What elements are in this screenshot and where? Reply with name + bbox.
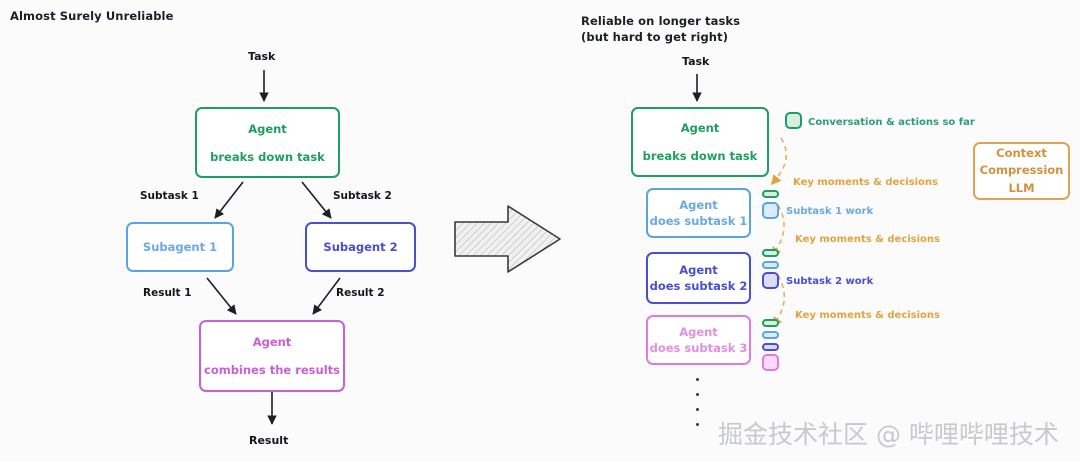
compressed-pill-3-green-icon	[762, 319, 779, 327]
compressed-pill-2-lblue-icon	[762, 261, 779, 269]
left-task-label: Task	[248, 50, 276, 63]
legend-key-moments-3: Key moments & decisions	[795, 310, 940, 321]
legend-conversation-label: Conversation & actions so far	[808, 117, 975, 128]
subagent-2-label: Subagent 2	[323, 240, 398, 254]
compression-line2: Compression	[979, 163, 1064, 178]
right-agent-box-0: Agent breaks down task	[631, 107, 769, 177]
right-agent-0-line1: Agent	[680, 121, 720, 135]
compressed-pill-3-iblue-icon	[762, 343, 779, 351]
compressed-pill-1-green-icon	[762, 190, 779, 198]
continuation-dot	[696, 393, 699, 396]
legend-subtask-2-work: Subtask 2 work	[786, 276, 874, 287]
left-agent-line1: Agent	[248, 121, 287, 136]
edge-label-result-2: Result 2	[336, 287, 385, 299]
context-chip-subtask-3-icon	[762, 354, 779, 371]
edge-label-subtask-1: Subtask 1	[140, 190, 199, 202]
right-agent-2-line1: Agent	[679, 263, 718, 277]
continuation-dot	[696, 378, 699, 381]
right-agent-box-1: Agent does subtask 1	[646, 188, 751, 238]
compression-line3: LLM	[1008, 180, 1035, 195]
left-result-label: Result	[249, 434, 289, 447]
right-agent-1-line2: does subtask 1	[649, 214, 748, 228]
legend-subtask-1-work: Subtask 1 work	[786, 206, 874, 217]
right-agent-box-3: Agent does subtask 3	[646, 315, 751, 365]
left-combiner-box: Agent combines the results	[199, 320, 345, 392]
left-combiner-line1: Agent	[252, 335, 292, 349]
edge-label-subtask-2: Subtask 2	[333, 190, 392, 202]
right-agent-0-line2: breaks down task	[642, 149, 758, 163]
compressed-pill-2-green-icon	[762, 249, 779, 257]
subagent-2-box: Subagent 2	[305, 222, 416, 272]
subagent-1-box: Subagent 1	[126, 222, 234, 272]
context-compression-llm-box: Context Compression LLM	[973, 142, 1070, 200]
context-chip-subtask-2-icon	[762, 272, 779, 289]
continuation-dot	[696, 423, 699, 426]
context-chip-conversation-icon	[785, 112, 802, 129]
left-combiner-line2: combines the results	[204, 363, 340, 377]
right-agent-box-2: Agent does subtask 2	[646, 252, 751, 304]
subagent-1-label: Subagent 1	[142, 240, 218, 254]
left-agent-line2: breaks down task	[210, 149, 325, 164]
legend-key-moments-1: Key moments & decisions	[793, 177, 938, 188]
left-agent-box: Agent breaks down task	[195, 107, 340, 178]
right-agent-3-line1: Agent	[679, 325, 718, 339]
right-agent-2-line2: does subtask 2	[649, 279, 748, 293]
right-agent-1-line1: Agent	[679, 198, 718, 212]
right-agent-3-line2: does subtask 3	[649, 341, 748, 355]
compression-line1: Context	[996, 146, 1047, 161]
left-panel-heading: Almost Surely Unreliable	[10, 9, 174, 23]
context-chip-subtask-1-icon	[762, 202, 779, 219]
watermark: 掘金技术社区 @ 哔哩哔哩技术	[718, 420, 1059, 449]
right-panel-heading: Reliable on longer tasks (but hard to ge…	[581, 14, 741, 44]
legend-key-moments-2: Key moments & decisions	[795, 234, 940, 245]
right-task-label: Task	[682, 55, 710, 68]
edge-label-result-1: Result 1	[143, 287, 192, 299]
compressed-pill-3-lblue-icon	[762, 331, 779, 339]
continuation-dot	[696, 408, 699, 411]
